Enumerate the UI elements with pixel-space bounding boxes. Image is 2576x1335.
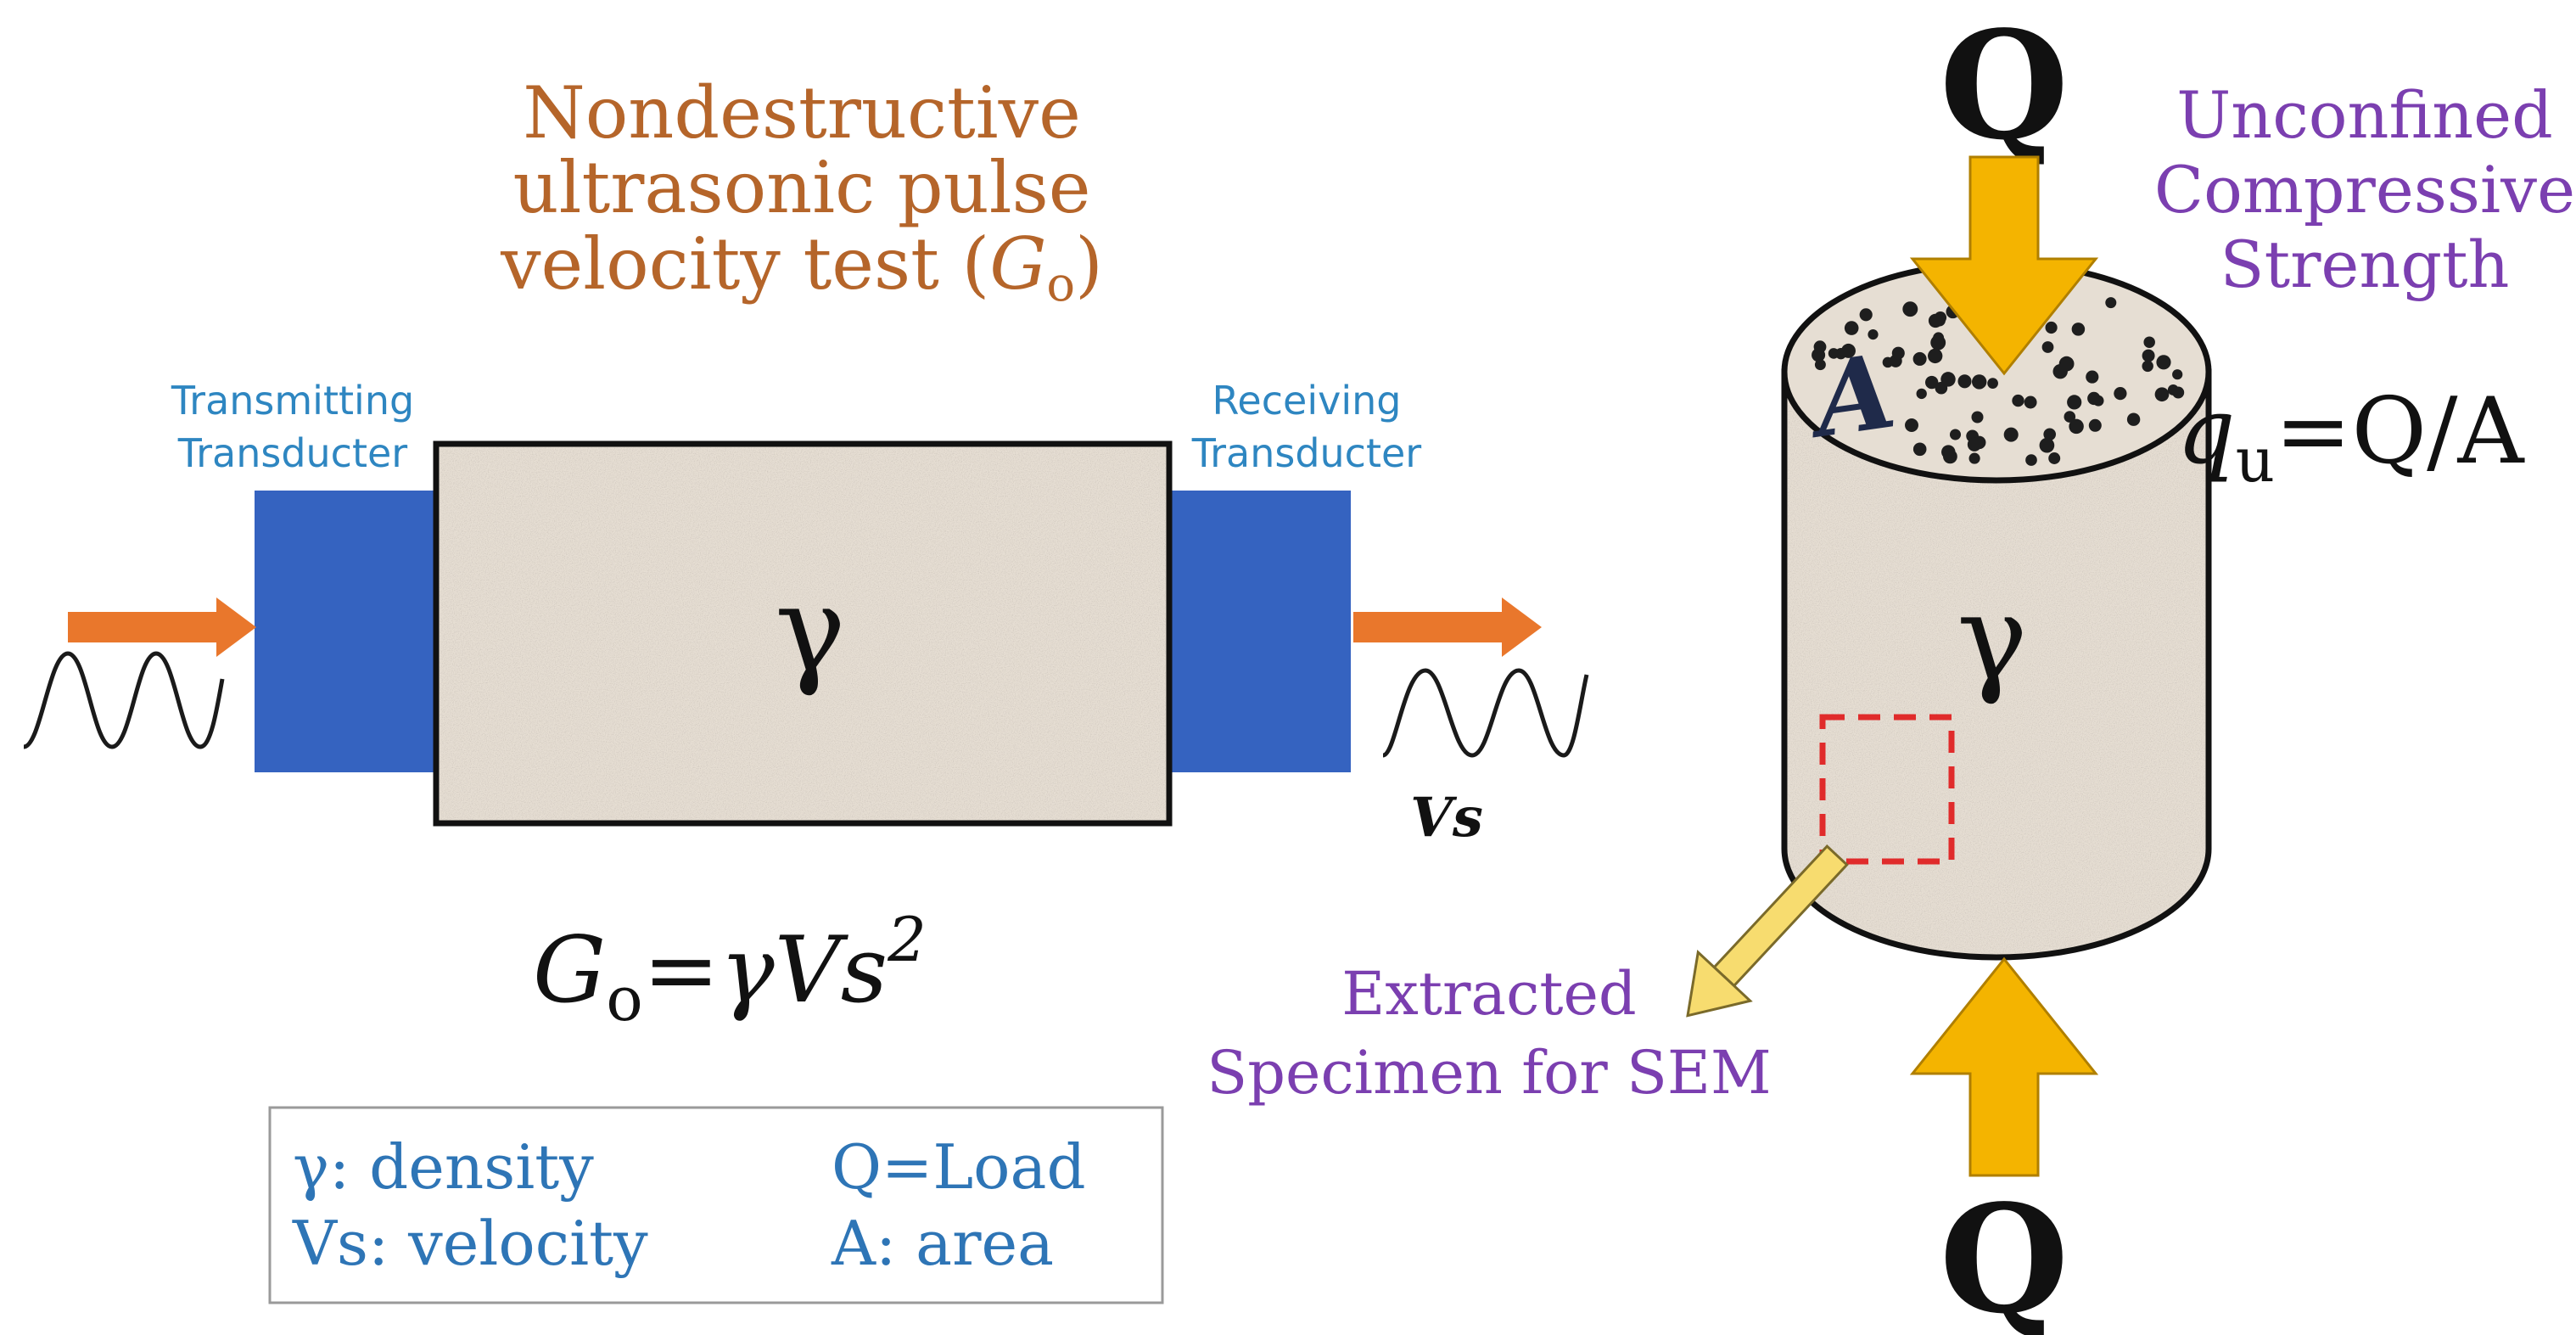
cylinder-top-dot (2086, 370, 2099, 384)
cylinder-top-dot (2069, 418, 2084, 435)
receiving-label-line-2: Transducter (1191, 430, 1422, 476)
cylinder-top-dot (2064, 411, 2076, 423)
legend-item-load: Q=Load (832, 1131, 1086, 1203)
transmitting-label-line-1: Transmitting (171, 378, 414, 423)
shear-modulus-formula: Go=γVs2 (533, 904, 927, 1035)
cylinder-gamma: γ (1957, 569, 2028, 708)
cylinder-top-dot (2025, 454, 2037, 466)
cylinder-top-dot (1891, 346, 1905, 360)
cylinder-top-dot (1949, 429, 1962, 440)
cylinder-top-dot (2142, 349, 2155, 362)
cylinder-top-dot (2167, 384, 2179, 395)
input-arrow-icon (68, 597, 256, 657)
cylinder-top-dot (1928, 313, 1943, 328)
cylinder-top-dot (1924, 375, 1939, 390)
cylinder-top-dot (2041, 341, 2054, 353)
ultrasonic-title-line-1: Nondestructive (523, 71, 1081, 154)
ucs-title-line-3: Strength (2220, 227, 2510, 302)
ucs-formula: qu=Q/A (2177, 379, 2526, 496)
sem-extraction-box (1819, 714, 1955, 865)
vs-label: Vs (1410, 786, 1483, 850)
sem-label-line-2: Specimen for SEM (1207, 1038, 1771, 1108)
cylinder-top-dot (2088, 418, 2102, 432)
cylinder-top-dot (2105, 297, 2117, 309)
cylinder-top-dot (1841, 343, 1856, 358)
cylinder-top-dot (2039, 437, 2055, 453)
cylinder-top-dot (1940, 372, 1956, 387)
ultrasonic-title-line-2: ultrasonic pulse (513, 146, 1091, 229)
cylinder-top-dot (2142, 360, 2153, 373)
cylinder-top-dot (2143, 336, 2155, 348)
cylinder-top-dot (1968, 452, 1980, 464)
legend-item-area: A: area (831, 1208, 1054, 1279)
cylinder-top-dot (2114, 386, 2127, 401)
cylinder-top-dot (1928, 348, 1943, 364)
sem-label-line-1: Extracted (1341, 959, 1636, 1029)
transmitting-label-line-2: Transducter (177, 430, 408, 476)
cylinder-top-dot (1930, 334, 1946, 351)
cylinder-top-dot (1902, 301, 1918, 317)
cylinder-top-dot (1916, 388, 1927, 400)
cylinder-top-dot (2172, 369, 2183, 380)
load-label-top: Q (1940, 0, 2069, 173)
load-arrow-up-icon (1909, 956, 2099, 1177)
cylinder-top-dot (2126, 412, 2141, 426)
cylinder-top-dot (2003, 427, 2019, 442)
load-label-bottom: Q (1940, 1173, 2069, 1335)
cylinder-top-dot (1813, 340, 1827, 354)
load-arrow-down-icon (1909, 155, 2099, 376)
cylinder-top-dot (2087, 391, 2101, 406)
cylinder-top-dot (2048, 452, 2061, 464)
legend-box: γ: density Q=Load Vs: velocity A: area (268, 1106, 1164, 1304)
output-arrow-icon (1353, 597, 1542, 657)
specimen-block-texture (440, 447, 1166, 820)
cylinder-top-dot (2067, 395, 2082, 410)
cylinder-top-dot (2071, 323, 2086, 336)
cylinder-top-dot (1971, 411, 1984, 423)
specimen-gamma: γ (775, 561, 846, 699)
cylinder-top-dot (2154, 387, 2170, 402)
output-wave-icon (1381, 668, 1589, 758)
cylinder-top-dot (1844, 321, 1859, 335)
ultrasonic-test-group: Nondestructive ultrasonic pulse velocity… (23, 71, 1589, 1035)
input-wave-icon (23, 651, 225, 749)
ultrasonic-title-line-3: velocity test (Go) (500, 222, 1103, 312)
cylinder-top-dot (1912, 442, 1927, 457)
receiving-transducer (1162, 491, 1351, 772)
cylinder-top-dot (1814, 359, 1826, 371)
cylinder-top-dot (1987, 378, 1998, 389)
cylinder-top-dot (1971, 374, 1987, 390)
cylinder-top-dot (1882, 356, 1894, 368)
receiving-label-line-1: Receiving (1212, 378, 1402, 423)
cylinder-top-dot (2024, 395, 2037, 409)
cylinder-top-dot (2058, 356, 2075, 372)
cylinder-top-dots (1812, 287, 2185, 466)
cylinder-top-dot (2156, 355, 2171, 370)
cylinder-top-dot (1912, 351, 1927, 366)
cylinder-top-dot (2012, 394, 2024, 407)
transmitting-transducer (255, 491, 443, 772)
cylinder-top-dot (1905, 418, 1918, 432)
cylinder-body-texture (1788, 373, 2205, 954)
ucs-title-line-2: Compressive (2154, 152, 2575, 227)
cylinder-top-dot (1859, 308, 1873, 322)
sem-arrow-icon (1686, 844, 1849, 1018)
ucs-title-line-1: Unconfined (2176, 77, 2553, 153)
cylinder-top-dot (1941, 445, 1956, 459)
legend-item-density: γ: density (293, 1131, 594, 1203)
cylinder-top-dot (1957, 374, 1972, 389)
cylinder-top-dot (1868, 329, 1879, 340)
cylinder-top-dot (2043, 428, 2057, 441)
cylinder-top-dot (2045, 321, 2058, 334)
cylinder-top-dot (1967, 437, 1982, 452)
legend-item-velocity: Vs: velocity (292, 1208, 648, 1279)
ucs-test-group: Q Unconfined Compressive Strength A γ Ex… (1207, 0, 2575, 1335)
